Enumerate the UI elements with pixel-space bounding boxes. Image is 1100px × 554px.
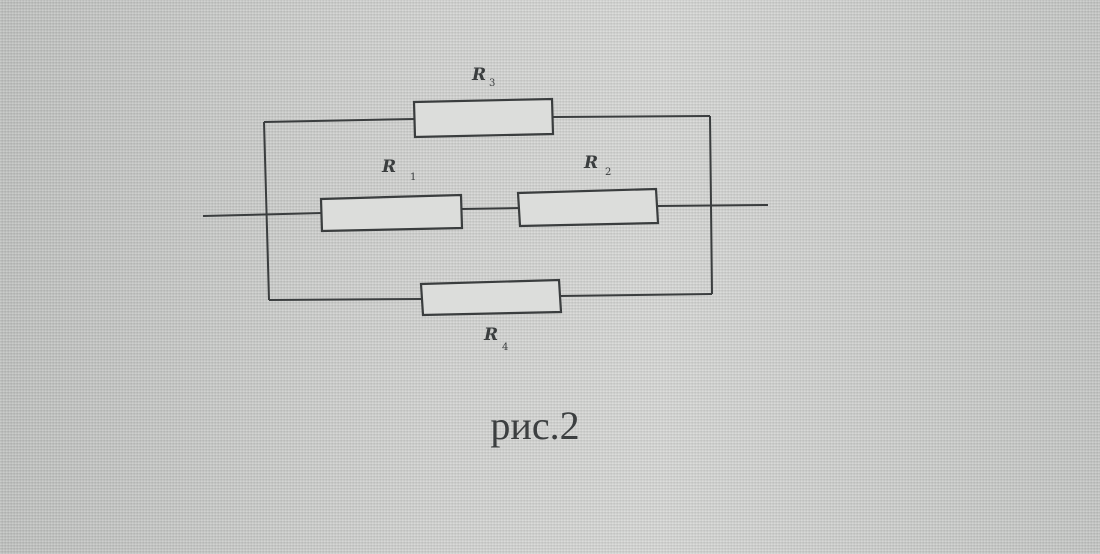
resistor-r4-subscript: 4 (502, 342, 508, 353)
resistor-r1: R 1 (319, 157, 464, 233)
resistor-r1-label: R (381, 157, 396, 177)
resistor-r4-label: R (483, 325, 498, 345)
wire-left-vertical (263, 121, 270, 301)
resistor-r3-body (412, 97, 555, 139)
wire-top (263, 118, 416, 123)
resistor-r2-body (516, 187, 660, 228)
wire-input-left (202, 212, 323, 217)
resistor-r3: R 3 (412, 65, 555, 139)
circuit-wires (202, 115, 769, 301)
resistor-r1-subscript: 1 (410, 172, 416, 183)
resistor-r4-body (419, 278, 563, 317)
resistor-r4: R 4 (419, 278, 563, 353)
wire-bottom-right (559, 293, 713, 297)
wire-top-right (551, 115, 711, 118)
wire-bottom-left (268, 298, 424, 301)
resistor-r3-subscript: 3 (489, 78, 495, 89)
figure-caption: рис.2 (490, 403, 580, 448)
resistor-r2-subscript: 2 (605, 167, 611, 178)
resistor-r1-body (319, 193, 464, 233)
resistor-r2-label: R (583, 153, 598, 173)
resistor-r2: R 2 (516, 153, 660, 228)
resistor-r3-label: R (471, 65, 486, 85)
wire-output-right (657, 204, 769, 207)
wire-between-r1-r2 (461, 207, 521, 210)
